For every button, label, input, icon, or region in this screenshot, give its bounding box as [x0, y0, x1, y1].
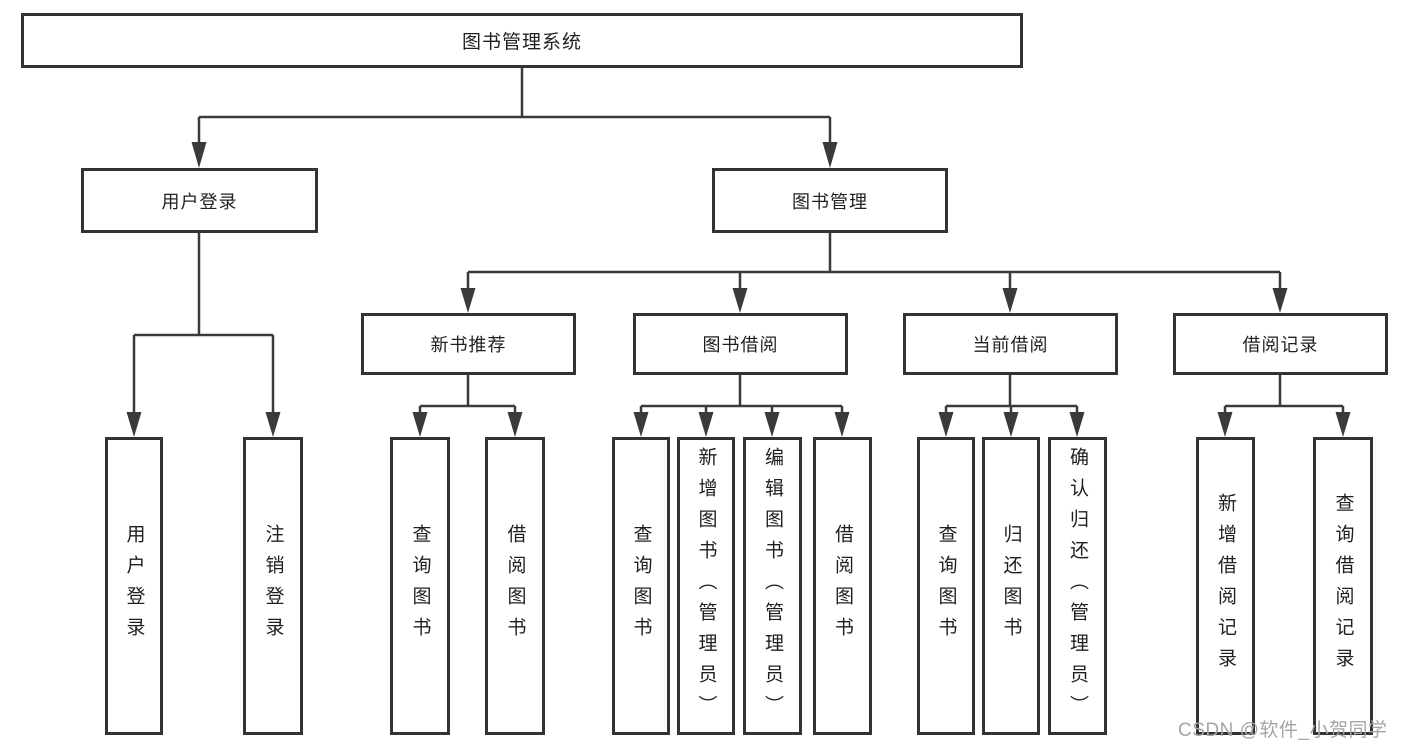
node-new-book-recommend: 新书推荐 [361, 313, 576, 375]
leaf-borrow-books: 借阅图书 [813, 437, 872, 735]
node-root: 图书管理系统 [21, 13, 1023, 68]
node-borrow-records-label: 借阅记录 [1242, 335, 1319, 355]
leaf-logout: 注销登录 [243, 437, 303, 735]
leaf-return-books-label: 归还图书 [1000, 524, 1022, 648]
node-user-login-label: 用户登录 [161, 191, 238, 212]
csdn-watermark: CSDN @软件_小贺同学 [1178, 720, 1388, 741]
node-book-borrow-label: 图书借阅 [702, 335, 779, 355]
node-new-book-recommend-label: 新书推荐 [430, 335, 507, 355]
leaf-add-borrow-record: 新增借阅记录 [1196, 437, 1255, 735]
leaf-borrow-books-recommend: 借阅图书 [485, 437, 545, 735]
leaf-borrow-books-label: 借阅图书 [832, 524, 853, 648]
leaf-query-borrow-record-label: 查询借阅记录 [1332, 493, 1354, 679]
leaf-add-borrow-record-label: 新增借阅记录 [1215, 493, 1236, 679]
leaf-edit-book-admin-label: 编辑图书（管理员） [762, 446, 783, 726]
leaf-query-books-recommend-label: 查询图书 [409, 524, 431, 648]
node-book-management-label: 图书管理 [792, 191, 868, 212]
leaf-query-books-current: 查询图书 [917, 437, 975, 735]
node-root-label: 图书管理系统 [461, 32, 582, 53]
leaf-query-books-current-label: 查询图书 [935, 524, 957, 648]
leaf-user-login: 用户登录 [105, 437, 163, 735]
leaf-confirm-return-admin-label: 确认归还（管理员） [1067, 446, 1088, 726]
leaf-user-login-label: 用户登录 [123, 524, 145, 648]
leaf-query-books-borrow: 查询图书 [612, 437, 670, 735]
node-book-borrow: 图书借阅 [633, 313, 848, 375]
leaf-add-book-admin-label: 新增图书（管理员） [695, 446, 717, 726]
node-user-login: 用户登录 [81, 168, 318, 233]
leaf-logout-label: 注销登录 [262, 524, 284, 648]
node-current-borrow: 当前借阅 [903, 313, 1118, 375]
node-current-borrow-label: 当前借阅 [972, 335, 1049, 355]
leaf-return-books: 归还图书 [982, 437, 1040, 735]
leaf-confirm-return-admin: 确认归还（管理员） [1048, 437, 1107, 735]
arrowheads [126, 142, 1351, 437]
leaf-query-borrow-record: 查询借阅记录 [1313, 437, 1373, 735]
node-borrow-records: 借阅记录 [1173, 313, 1388, 375]
leaf-add-book-admin: 新增图书（管理员） [677, 437, 735, 735]
leaf-query-books-borrow-label: 查询图书 [630, 524, 652, 648]
leaf-query-books-recommend: 查询图书 [390, 437, 450, 735]
node-book-management: 图书管理 [712, 168, 948, 233]
leaf-edit-book-admin: 编辑图书（管理员） [743, 437, 802, 735]
leaf-borrow-books-recommend-label: 借阅图书 [504, 524, 526, 648]
